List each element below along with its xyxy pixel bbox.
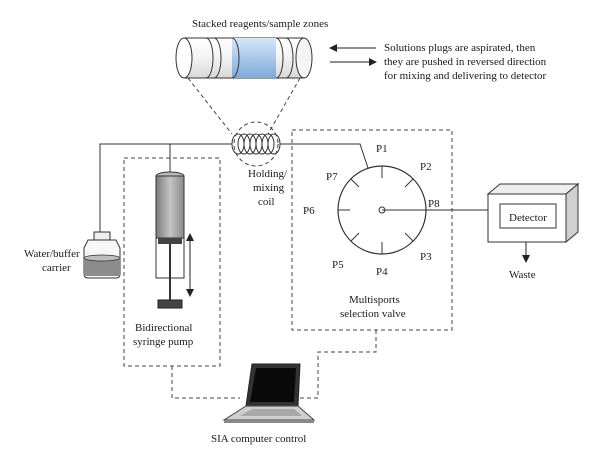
computer-label: SIA computer control bbox=[211, 433, 306, 445]
port-p7: P7 bbox=[326, 171, 338, 183]
pump-label-2: syringe pump bbox=[133, 336, 194, 348]
port-p6: P6 bbox=[303, 205, 315, 217]
port-p1: P1 bbox=[376, 143, 388, 155]
pump-label-1: Bidirectional bbox=[135, 322, 192, 334]
carrier-label-2: carrier bbox=[42, 262, 71, 274]
port-p3: P3 bbox=[420, 251, 432, 263]
valve-box bbox=[291, 129, 453, 331]
coil-label-1: Holding/ bbox=[248, 168, 288, 180]
detector-box bbox=[486, 182, 580, 244]
control-line-pump bbox=[171, 366, 240, 399]
stacked-zones-tube bbox=[175, 37, 313, 79]
syringe bbox=[155, 171, 185, 309]
carrier-label-1: Water/buffer bbox=[24, 248, 80, 260]
stacked-zones-label: Stacked reagents/sample zones bbox=[192, 18, 328, 30]
note-line-1: Solutions plugs are aspirated, then bbox=[384, 42, 536, 54]
laptop-icon bbox=[222, 363, 316, 423]
port-p8: P8 bbox=[428, 198, 440, 210]
port-p5: P5 bbox=[332, 259, 344, 271]
detector-label: Detector bbox=[509, 212, 547, 224]
control-line-valve bbox=[300, 330, 377, 399]
port-p4: P4 bbox=[376, 266, 388, 278]
note-line-2: they are pushed in reversed direction bbox=[384, 56, 547, 68]
coil-label-3: coil bbox=[258, 196, 275, 208]
coil-label-2: mixing bbox=[253, 182, 285, 194]
waste-label: Waste bbox=[509, 269, 536, 281]
valve-label-1: Multisports bbox=[349, 294, 400, 306]
carrier-bottle bbox=[83, 231, 121, 279]
valve-label-2: selection valve bbox=[340, 308, 406, 320]
holding-coil bbox=[231, 121, 281, 167]
selection-valve bbox=[337, 165, 500, 255]
carrier-tubing bbox=[99, 143, 232, 236]
port-p2: P2 bbox=[420, 161, 432, 173]
note-line-3: for mixing and delivering to detector bbox=[384, 70, 547, 82]
